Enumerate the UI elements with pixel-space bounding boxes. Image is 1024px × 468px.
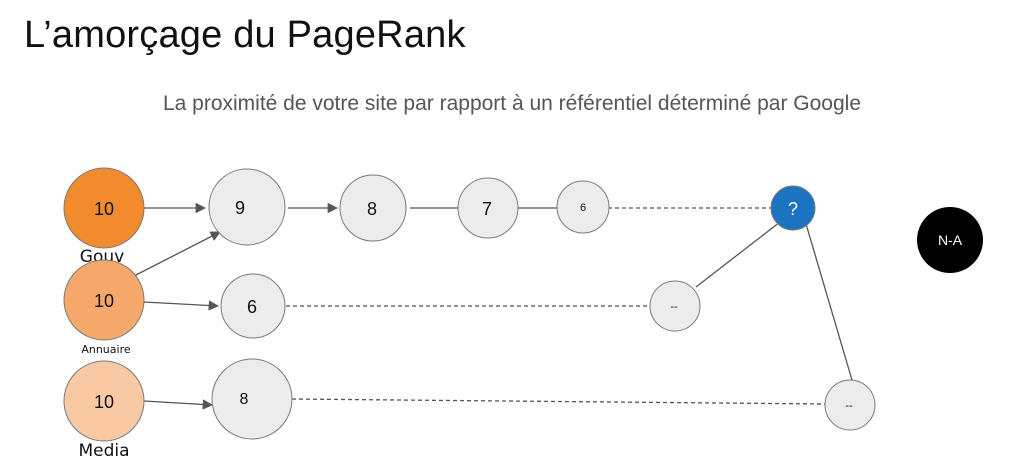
node-media-circle xyxy=(63,360,145,442)
node-9-value: 9 xyxy=(235,198,245,218)
node-unknown: ? xyxy=(770,185,816,231)
node-annuaire-circle xyxy=(63,259,145,341)
node-bottom-dash-circle xyxy=(824,379,876,431)
edges xyxy=(133,202,853,410)
node-gouv-value: 10 xyxy=(94,199,114,219)
node-8-top: 8 xyxy=(339,174,407,242)
node-mid-dash-circle xyxy=(649,280,701,332)
edge-mid-to-unknown xyxy=(695,221,781,288)
page-subtitle: La proximité de votre site par rapport à… xyxy=(162,92,862,115)
node-annuaire: 10 Annuaire xyxy=(63,259,145,356)
node-na: N-A xyxy=(917,207,983,273)
node-7-circle xyxy=(457,177,519,239)
edge-annuaire-to-9 xyxy=(133,231,221,277)
node-9: 9 xyxy=(208,168,286,246)
node-unknown-circle xyxy=(770,185,816,231)
node-6-mid-circle xyxy=(220,273,286,339)
node-media-value: 10 xyxy=(94,392,114,412)
node-media: 10 Media xyxy=(63,360,145,461)
node-6-mid: 6 xyxy=(220,273,286,339)
node-na-circle xyxy=(917,207,983,273)
node-annuaire-caption: Annuaire xyxy=(81,343,131,356)
node-7: 7 xyxy=(457,177,519,239)
node-bottom-dash-value: -- xyxy=(845,400,853,412)
node-bottom-dash: -- xyxy=(824,379,876,431)
node-mid-dash: -- xyxy=(649,280,701,332)
node-gouv: 10 Gouv xyxy=(63,167,145,267)
node-8-bottom-circle xyxy=(211,358,293,440)
node-8-bottom-value: 8 xyxy=(240,391,249,408)
node-7-value: 7 xyxy=(482,199,492,219)
node-6-top: 6 xyxy=(556,180,610,234)
node-8-top-circle xyxy=(339,174,407,242)
edge-annuaire-to-6 xyxy=(143,300,220,311)
node-na-value: N-A xyxy=(938,232,963,248)
node-6-mid-value: 6 xyxy=(247,297,257,317)
edge-media-to-8 xyxy=(143,399,214,410)
node-gouv-circle xyxy=(63,167,145,249)
node-9-circle xyxy=(208,168,286,246)
node-6-top-value: 6 xyxy=(580,202,586,214)
node-media-caption: Media xyxy=(78,441,129,461)
node-unknown-value: ? xyxy=(788,199,798,219)
edge-8-to-bottom-dashed xyxy=(291,398,826,405)
page-title: L’amorçage du PageRank xyxy=(24,14,466,56)
node-mid-dash-value: -- xyxy=(670,301,678,313)
node-6-top-circle xyxy=(556,180,610,234)
node-8-top-value: 8 xyxy=(367,199,377,219)
node-annuaire-value: 10 xyxy=(94,291,114,311)
node-8-bottom: 8 xyxy=(211,358,293,440)
edge-unknown-to-bottom xyxy=(805,223,853,381)
